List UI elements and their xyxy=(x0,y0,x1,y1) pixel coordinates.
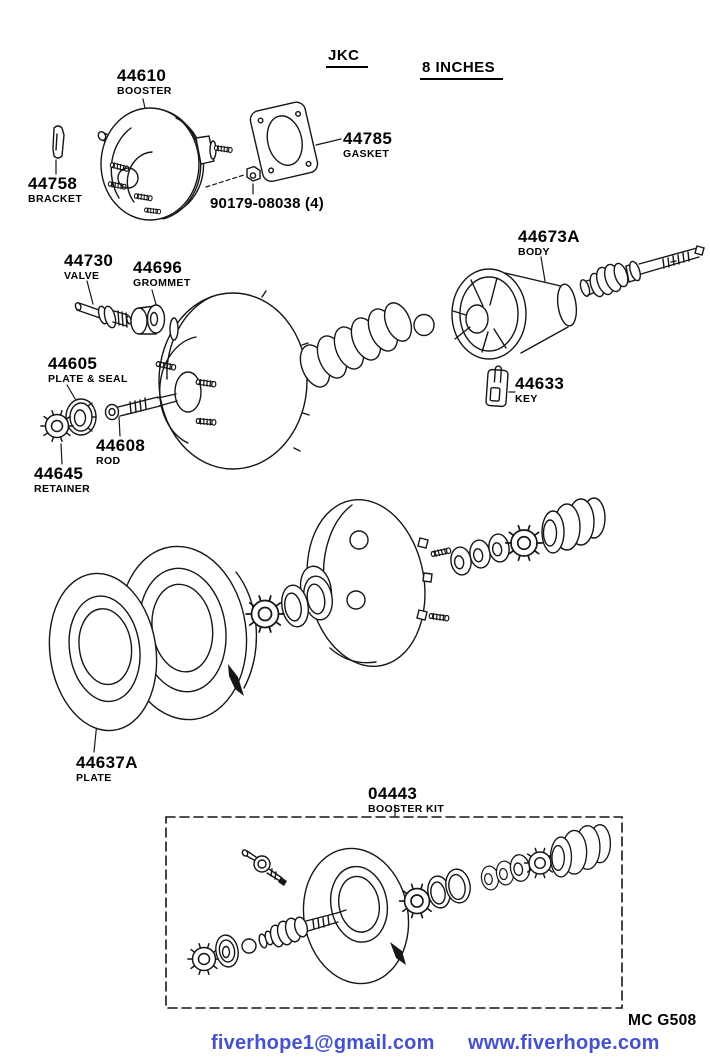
header-size-note: 8 INCHES xyxy=(420,59,504,80)
washer-set-drawing xyxy=(245,497,606,633)
part-number: 44645 xyxy=(34,464,84,483)
booster-kit-box xyxy=(165,816,623,1009)
part-label-44785: 44785 GASKET xyxy=(343,130,392,160)
bracket-drawing xyxy=(52,125,65,159)
part-number: 44673A xyxy=(518,227,580,246)
part-number: 44610 xyxy=(117,66,167,85)
booster-drawing xyxy=(97,107,234,221)
part-number: 44608 xyxy=(96,436,146,455)
part-caption: KEY xyxy=(515,393,538,405)
part-caption: BOOSTER xyxy=(117,85,172,97)
part-number: 44637A xyxy=(76,753,138,772)
part-number: 44696 xyxy=(133,258,183,277)
part-caption: PLATE xyxy=(76,772,112,784)
boot-drawing xyxy=(541,497,606,554)
part-number: 44730 xyxy=(64,251,114,270)
key-drawing xyxy=(485,365,509,408)
diaphragm-plates-drawing xyxy=(48,545,258,732)
footer-email-link[interactable]: fiverhope1@gmail.com xyxy=(211,1032,435,1054)
part-caption: BOOSTER KIT xyxy=(368,803,445,815)
part-number: 44785 xyxy=(343,129,393,148)
part-caption: GROMMET xyxy=(133,277,191,289)
part-label-04443: 04443 BOOSTER KIT xyxy=(368,785,444,815)
part-label-44696: 44696 GROMMET xyxy=(133,259,191,289)
part-number: 44758 xyxy=(28,174,78,193)
part-caption: ROD xyxy=(96,455,121,467)
leader-lines xyxy=(55,98,546,817)
part-label-44633: 44633 KEY xyxy=(515,375,564,405)
part-label-90179-08038: 90179-08038 (4) xyxy=(210,196,324,211)
header-region-code: JKC xyxy=(326,47,368,68)
operating-shaft-drawing xyxy=(579,245,705,298)
part-number: 44633 xyxy=(515,374,565,393)
mounting-nut-drawing xyxy=(246,165,261,182)
return-spring-drawing xyxy=(299,302,435,388)
part-caption: PLATE & SEAL xyxy=(48,373,128,385)
part-caption: GASKET xyxy=(343,148,390,160)
grommet-drawing xyxy=(130,304,166,335)
part-label-44730: 44730 VALVE xyxy=(64,252,113,282)
booster-shell-drawing xyxy=(154,290,314,470)
valve-drawing xyxy=(74,302,132,329)
kit-contents-drawing xyxy=(187,824,612,985)
part-label-44645: 44645 RETAINER xyxy=(34,465,90,495)
part-label-44673A: 44673A BODY xyxy=(518,228,580,258)
part-label-44608: 44608 ROD xyxy=(96,437,145,467)
part-label-44610: 44610 BOOSTER xyxy=(117,67,172,97)
part-label-44637A: 44637A PLATE xyxy=(76,754,138,784)
body-drawing xyxy=(451,268,578,360)
doc-code: MC G508 xyxy=(628,1012,697,1029)
part-number: 90179-08038 (4) xyxy=(210,195,324,212)
part-caption: BRACKET xyxy=(28,193,83,205)
part-label-44605: 44605 PLATE & SEAL xyxy=(48,355,128,385)
part-number: 44605 xyxy=(48,354,98,373)
gasket-drawing xyxy=(249,101,319,183)
rod-drawing xyxy=(104,393,178,421)
part-caption: BODY xyxy=(518,246,550,258)
footer-website-link[interactable]: www.fiverhope.com xyxy=(468,1032,660,1054)
part-caption: VALVE xyxy=(64,270,100,282)
part-number: 04443 xyxy=(368,784,418,803)
part-label-44758: 44758 BRACKET xyxy=(28,175,82,205)
part-caption: RETAINER xyxy=(34,483,91,495)
